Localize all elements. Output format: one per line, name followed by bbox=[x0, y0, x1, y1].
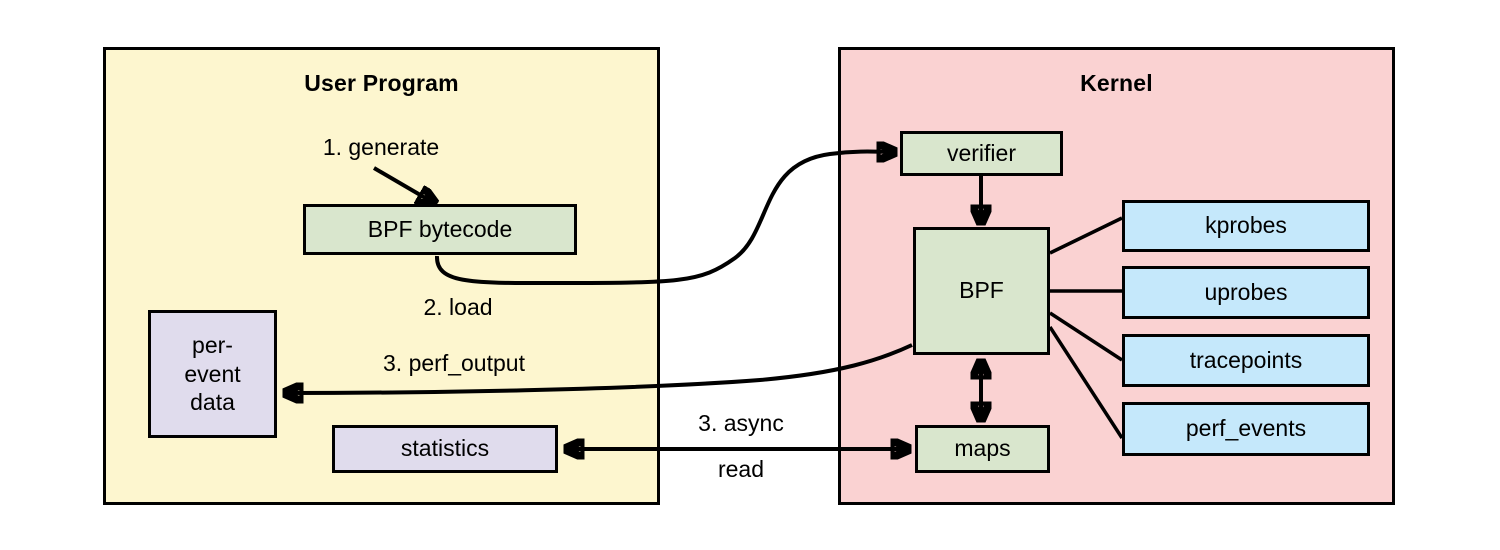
node-verifier[interactable]: verifier bbox=[900, 131, 1063, 176]
region-kernel-title: Kernel bbox=[1080, 70, 1153, 96]
node-statistics[interactable]: statistics bbox=[332, 425, 558, 473]
node-tracepoints[interactable]: tracepoints bbox=[1122, 334, 1370, 387]
node-kprobes[interactable]: kprobes bbox=[1122, 200, 1370, 252]
node-uprobes[interactable]: uprobes bbox=[1122, 266, 1370, 319]
node-maps[interactable]: maps bbox=[915, 425, 1050, 473]
label-step-3-perf-output: 3. perf_output bbox=[383, 350, 525, 376]
node-bpf[interactable]: BPF bbox=[913, 227, 1050, 355]
label-step-2-load: 2. load bbox=[423, 294, 493, 320]
label-step-3-async-read-line-1: 3. async bbox=[698, 410, 784, 436]
label-step-1-generate: 1. generate bbox=[322, 134, 440, 160]
region-user-program-title: User Program bbox=[304, 70, 459, 96]
node-perf-events[interactable]: perf_events bbox=[1122, 402, 1370, 456]
node-per-event-data-line-2: event bbox=[184, 360, 241, 387]
node-per-event-data[interactable]: per- event data bbox=[148, 310, 277, 438]
node-per-event-data-line-3: data bbox=[190, 389, 235, 416]
node-bpf-bytecode[interactable]: BPF bytecode bbox=[303, 204, 577, 255]
node-per-event-data-line-1: per- bbox=[192, 331, 233, 358]
label-step-3-async-read-line-2: read bbox=[717, 456, 765, 482]
